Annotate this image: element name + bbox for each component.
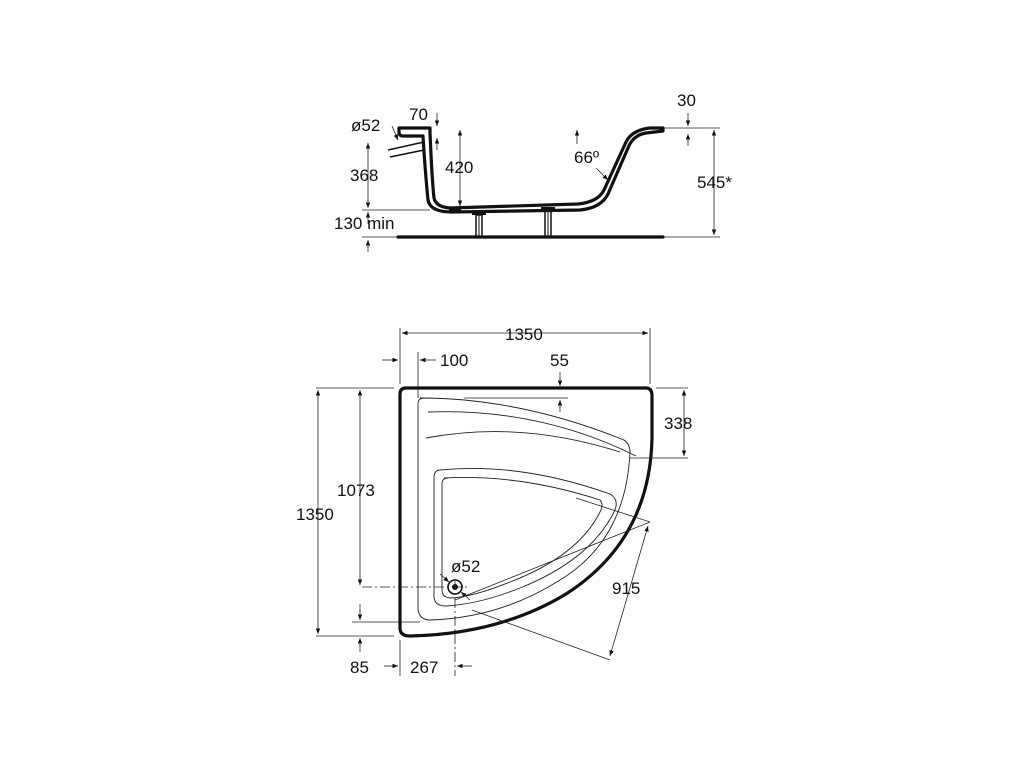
top-view: 1350 100 55 338 1073 1350 ø52 915 85 267 [296, 325, 692, 677]
label-rim-offset: 100 [440, 351, 468, 370]
label-drain-dia: ø52 [451, 557, 480, 576]
dim-arrow-drain-a [439, 573, 450, 583]
tub-foot-right [541, 207, 555, 238]
overflow-pipe [387, 141, 425, 151]
ext-line [575, 497, 651, 523]
dim-line-915 [609, 525, 649, 657]
tub-foot-left [472, 211, 486, 238]
dim-arrow-66b [595, 167, 609, 181]
label-width: 1350 [505, 325, 543, 344]
ext-line [471, 609, 611, 661]
label-height: 1350 [296, 505, 334, 524]
label-seat-depth: 338 [664, 414, 692, 433]
label-radius-diag: 915 [612, 579, 640, 598]
side-view: ø52 70 30 420 368 66º 545* 130 min [334, 91, 732, 252]
dim-arrow-drain-b [460, 591, 471, 601]
backrest-line [425, 431, 621, 453]
tub-top-outline [398, 386, 654, 638]
label-drain-y: 1073 [337, 481, 375, 500]
label-total-height: 545* [697, 173, 732, 192]
label-overflow-height: 368 [350, 166, 378, 185]
tub-rim-inner [417, 397, 631, 621]
label-overflow-dia: ø52 [351, 116, 380, 135]
basin-outline [433, 467, 617, 607]
label-floor-clearance: 130 min [334, 214, 394, 233]
label-drain-x: 267 [410, 658, 438, 677]
drain-stub [449, 208, 461, 213]
dim-arrow-o52 [391, 125, 399, 141]
label-rim-width: 70 [409, 105, 428, 124]
basin-inner [441, 477, 603, 599]
label-backrest-gap: 55 [550, 351, 569, 370]
label-bottom-left: 85 [350, 658, 369, 677]
seat-line [427, 411, 637, 457]
label-rim-right: 30 [677, 91, 696, 110]
label-angle: 66º [574, 148, 599, 167]
label-inner-depth: 420 [445, 158, 473, 177]
overflow-pipe-line [389, 149, 425, 158]
tub-side-profile [397, 126, 665, 214]
